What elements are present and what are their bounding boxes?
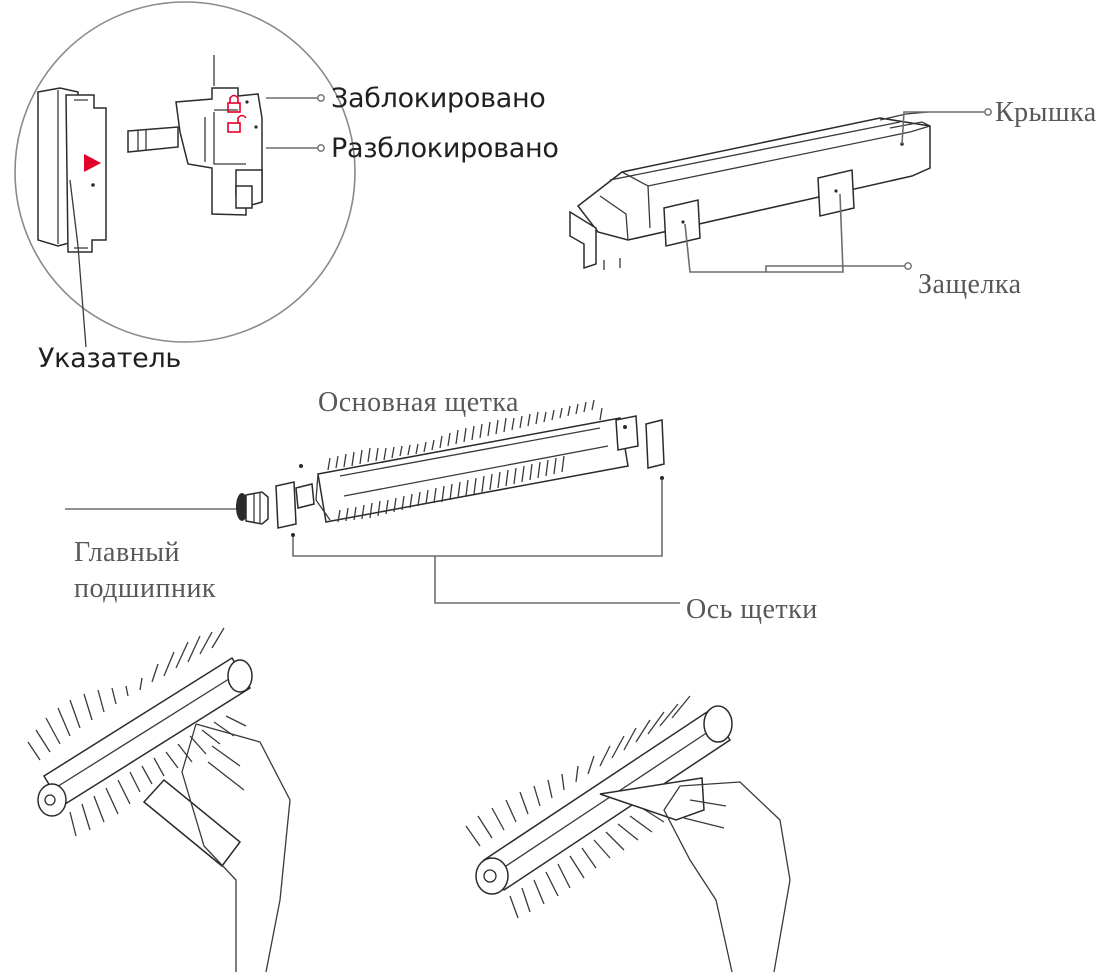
- brush-cover-drawing: [570, 109, 991, 272]
- label-main-bearing: Главный подшипник: [74, 535, 216, 607]
- label-main-brush: Основная щетка: [318, 389, 519, 417]
- label-locked: Заблокировано: [331, 85, 546, 112]
- label-cover: Крышка: [995, 99, 1097, 127]
- lock-detail-zoom: [15, 2, 355, 347]
- label-indicator: Указатель: [38, 345, 181, 372]
- label-brush-axis: Ось щетки: [686, 596, 818, 624]
- cleaning-illustration-right: [466, 696, 790, 972]
- label-unlocked: Разблокировано: [331, 135, 559, 162]
- main-bearing-part: [236, 492, 268, 524]
- cleaning-illustration-left: [28, 628, 290, 972]
- label-latch: Защелка: [918, 271, 1022, 299]
